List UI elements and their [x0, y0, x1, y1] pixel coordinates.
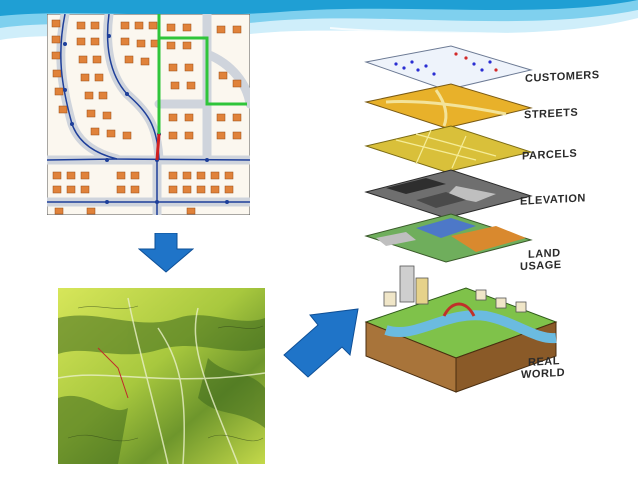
layer-elevation [364, 169, 533, 219]
gis-layer-stack [364, 45, 558, 393]
layer-land-usage [364, 213, 533, 263]
arrow-up-right-icon [283, 308, 359, 378]
terrain-red-trace [97, 347, 129, 399]
header-wave-front [0, 0, 638, 16]
label-real-world-line2: WORLD [521, 366, 566, 382]
header-wave-highlight [329, 27, 638, 45]
layer-parcels [364, 125, 533, 173]
street-parcel-map [47, 14, 250, 215]
red-segment [155, 133, 161, 161]
parcel-blocks [51, 19, 242, 215]
arrow-down-icon [138, 233, 194, 273]
terrain-contours [67, 305, 264, 442]
layer-real-world [364, 265, 558, 393]
layer-customers [364, 45, 533, 91]
terrain-aerial-map [58, 288, 265, 464]
label-land-usage-line2: USAGE [520, 258, 562, 274]
terrain-roads [58, 297, 265, 464]
green-route [157, 14, 247, 134]
layer-streets [364, 83, 533, 129]
